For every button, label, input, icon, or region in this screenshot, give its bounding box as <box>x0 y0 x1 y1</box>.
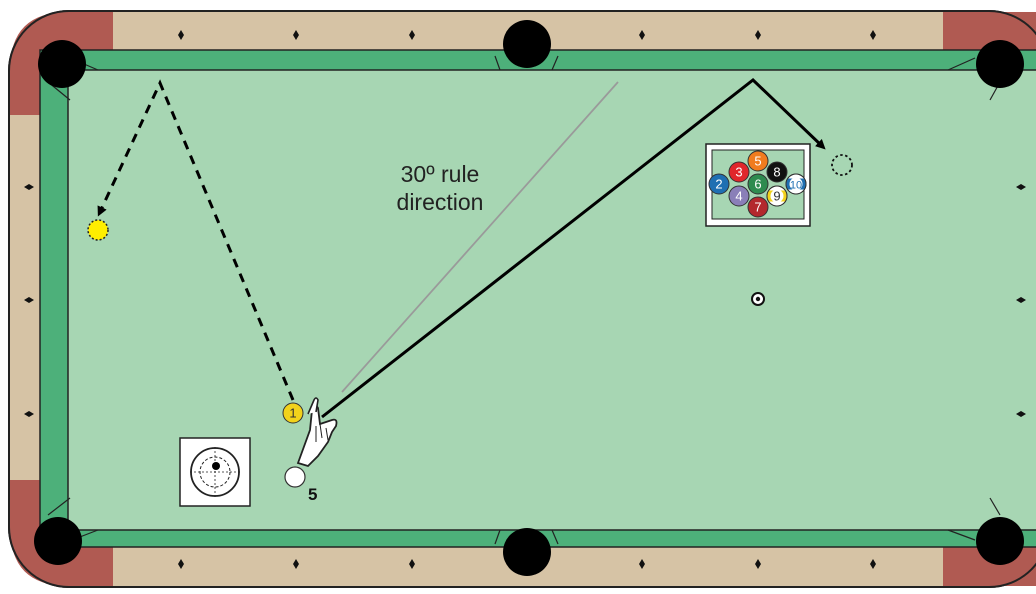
pocket-bottom-middle <box>503 528 551 576</box>
shot-number: 5 <box>308 485 317 504</box>
rack-ball-4-label: 4 <box>735 189 742 204</box>
one-ball-label: 1 <box>289 406 296 421</box>
rack-ball-2: 2 <box>709 174 729 194</box>
one-ball: 1 <box>283 403 303 423</box>
rack-ball-9: 9 <box>767 186 787 206</box>
rack-ball-8: 8 <box>767 162 787 182</box>
rack-ball-6: 6 <box>748 174 768 194</box>
tip-position-icon <box>180 438 250 506</box>
pocket-bottom-left <box>34 517 82 565</box>
pocket-top-middle <box>503 20 551 68</box>
pocket-bottom-right <box>976 517 1024 565</box>
rack-ball-3-label: 3 <box>735 165 742 180</box>
rack-ball-6-label: 6 <box>754 177 761 192</box>
rack-ball-7: 7 <box>748 197 768 217</box>
rack-ball-7-label: 7 <box>754 200 761 215</box>
rack-ball-10-label: 10 <box>790 180 802 192</box>
rack-ball-5-label: 5 <box>754 154 761 169</box>
pocket-top-left <box>38 40 86 88</box>
rule-label-line1: 30º rule <box>401 161 480 187</box>
rack-ball-5: 5 <box>748 151 768 171</box>
rack-ball-3: 3 <box>729 162 749 182</box>
cue-ball <box>285 467 305 487</box>
rack-ball-9-label: 9 <box>773 189 780 204</box>
rack-ball-10: 10 <box>786 174 806 194</box>
rack-ball-2-label: 2 <box>715 177 722 192</box>
ghost-object-ball <box>88 220 108 240</box>
pocket-top-right <box>976 40 1024 88</box>
rack-ball-4: 4 <box>729 186 749 206</box>
rack-ball-8-label: 8 <box>773 165 780 180</box>
rule-label-line2: direction <box>397 189 484 215</box>
